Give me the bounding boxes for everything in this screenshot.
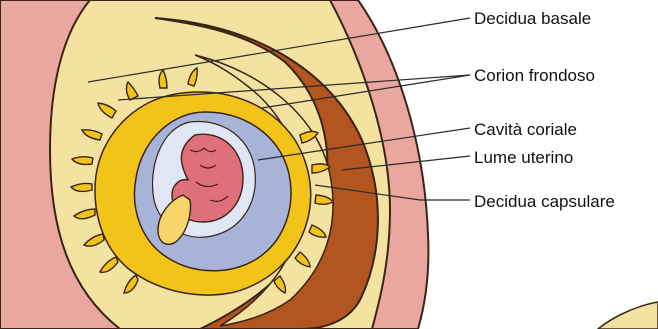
label-cavita-coriale: Cavità coriale bbox=[474, 120, 577, 140]
label-decidua-capsulare: Decidua capsulare bbox=[474, 192, 615, 212]
label-decidua-basale: Decidua basale bbox=[474, 9, 591, 29]
partial-corner-shape bbox=[598, 302, 658, 329]
label-corion-frondoso: Corion frondoso bbox=[474, 66, 595, 86]
label-lume-uterino: Lume uterino bbox=[474, 148, 573, 168]
